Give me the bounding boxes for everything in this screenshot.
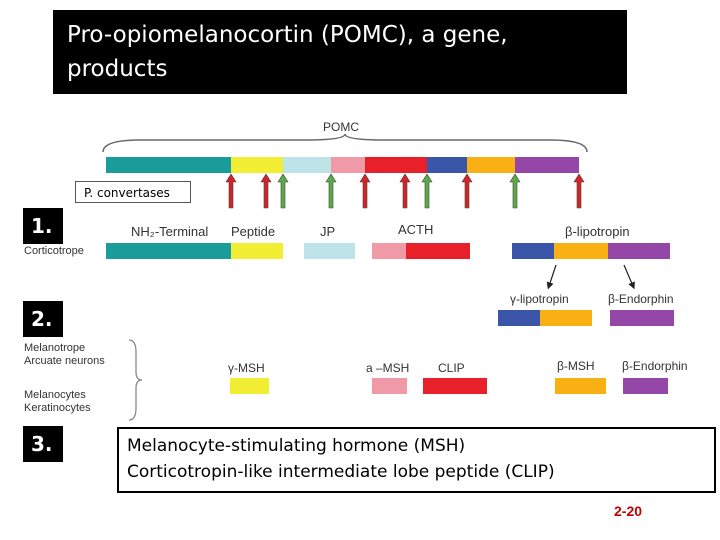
pomc-bracket [102,133,588,153]
label-beta-msh: β-MSH [557,359,595,373]
glpt-orange-bar [540,310,592,326]
title-line-2: products [67,56,168,82]
corticotrope-acth-red-bar [406,243,470,259]
tissue-melanocytes: Melanocytes Keratinocytes [24,389,91,415]
segment-amsh [331,157,365,173]
blpt-purple-bar [608,243,670,259]
arrow-red [359,173,371,209]
tissue-arcuate-text: Arcuate neurons [24,355,105,367]
tissue-melanocytes-text: Melanocytes [24,389,86,401]
title-box: Pro-opiomelanocortin (POMC), a gene, pro… [53,10,627,94]
step-2-label: 2. [23,301,63,337]
lipotropin-split-arrows [546,264,635,290]
corticotrope-acth-pink-bar [372,243,406,259]
label-beta-endorphin-row2: β-Endorphin [608,292,674,306]
label-gamma-lipotropin: γ-lipotropin [510,292,569,306]
label-alpha-msh: a –MSH [366,361,410,375]
segment-clip [365,157,427,173]
glpt-blue-bar [498,310,540,326]
segment-peptide [231,157,283,173]
arrow-green [509,173,521,209]
convertases-label: P. convertases [75,181,191,203]
corticotrope-jp-bar [304,243,355,259]
tissue-melanotrope-text: Melanotrope [24,342,86,354]
segment-bendorphin [515,157,579,173]
beta-endorphin-row3-bar [623,378,668,394]
step-3-label: 3. [23,426,63,462]
label-jp: JP [320,224,336,239]
tissue-corticotrope: Corticotrope [24,245,84,257]
corticotrope-peptide-bar [231,243,283,259]
definition-msh: Melanocyte-stimulating hormone (MSH) [127,436,466,456]
label-beta-endorphin-row3: β-Endorphin [622,359,688,373]
arrow-red [399,173,411,209]
label-acth: ACTH [398,222,434,237]
beta-msh-bar [555,378,606,394]
definitions-box: Melanocyte-stimulating hormone (MSH) Cor… [117,427,716,493]
gamma-msh-bar [230,378,269,394]
label-gamma-msh: γ-MSH [228,361,265,375]
arrow-red [225,173,237,209]
label-peptide: Peptide [231,224,276,239]
tissue-melanotrope: Melanotrope Arcuate neurons [24,342,105,368]
clip-bar [423,378,487,394]
blpt-blue-bar [512,243,554,259]
label-clip: CLIP [438,361,465,375]
alpha-msh-bar [372,378,407,394]
bendorphin-row2-bar [610,310,674,326]
label-nh2-terminal: NH₂-Terminal [131,224,209,239]
arrow-green [421,173,433,209]
tissue-brace [128,339,143,421]
arrow-red [260,173,272,209]
cleavage-arrows [225,173,585,209]
segment-jp [283,157,331,173]
segment-blue [427,157,467,173]
step-1-label: 1. [23,208,63,244]
page-number: 2-20 [614,503,643,519]
title-line-1: Pro-opiomelanocortin (POMC), a gene, [67,22,508,48]
label-beta-lipotropin: β-lipotropin [565,224,630,239]
tissue-keratinocytes-text: Keratinocytes [24,402,91,414]
segment-bmsh [467,157,515,173]
corticotrope-nh2-bar [106,243,231,259]
segment-nh2-terminal [106,157,231,173]
blpt-orange-bar [554,243,608,259]
arrow-green [277,173,289,209]
arrow-red [573,173,585,209]
arrow-red [461,173,473,209]
pomc-label: POMC [323,120,359,134]
definition-clip: Corticotropin-like intermediate lobe pep… [127,462,555,482]
arrow-green [325,173,337,209]
